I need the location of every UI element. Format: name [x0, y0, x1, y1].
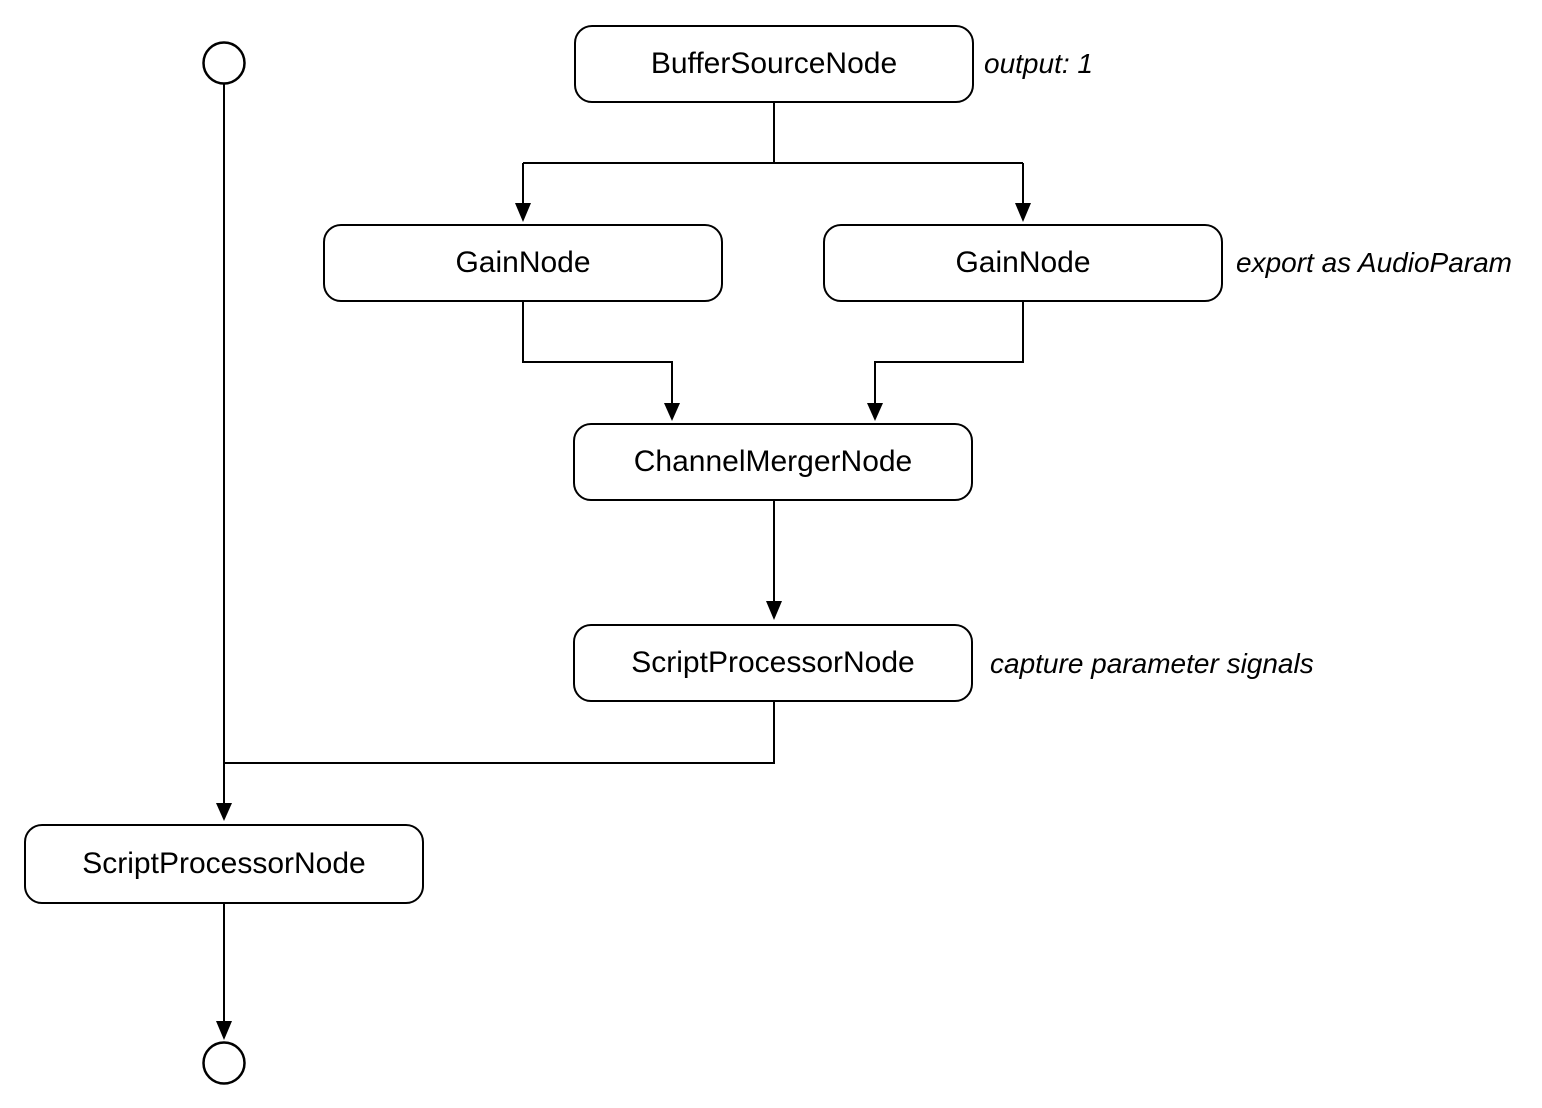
- edge-buffer-to-gains: [522, 103, 1024, 204]
- node-buffer-source: BufferSourceNode: [574, 25, 974, 103]
- arrowhead-merger-right: [867, 403, 883, 421]
- node-gain-left: GainNode: [323, 224, 723, 302]
- arrowhead-gain-left: [515, 203, 531, 222]
- arrowhead-gain-right: [1015, 203, 1031, 222]
- node-script-processor-output-label: ScriptProcessorNode: [82, 847, 366, 880]
- annotation-capture-signals: capture parameter signals: [990, 648, 1314, 679]
- node-script-processor-capture: ScriptProcessorNode: [573, 624, 973, 702]
- node-gain-left-label: GainNode: [455, 246, 591, 279]
- node-channel-merger-label: ChannelMergerNode: [633, 445, 913, 478]
- start-terminal-circle: [202, 41, 246, 85]
- node-script-processor-capture-label: ScriptProcessorNode: [631, 646, 915, 679]
- node-gain-right-label: GainNode: [955, 246, 1091, 279]
- arrowhead-script-out: [216, 803, 232, 821]
- edge-gain-right-to-merger: [874, 302, 1024, 404]
- arrowhead-end-terminal: [216, 1021, 232, 1040]
- node-buffer-source-label: BufferSourceNode: [650, 47, 898, 80]
- arrowhead-script-capture: [766, 601, 782, 620]
- edge-script-to-junction: [224, 702, 775, 764]
- annotation-export-audioparam: export as AudioParam: [1236, 247, 1512, 278]
- end-terminal-circle: [202, 1041, 246, 1085]
- node-script-processor-output: ScriptProcessorNode: [24, 824, 424, 904]
- edge-gain-left-to-merger: [522, 302, 673, 404]
- node-channel-merger: ChannelMergerNode: [573, 423, 973, 501]
- annotation-output-count: output: 1: [984, 48, 1093, 79]
- node-gain-right: GainNode: [823, 224, 1223, 302]
- arrowhead-merger-left: [664, 403, 680, 421]
